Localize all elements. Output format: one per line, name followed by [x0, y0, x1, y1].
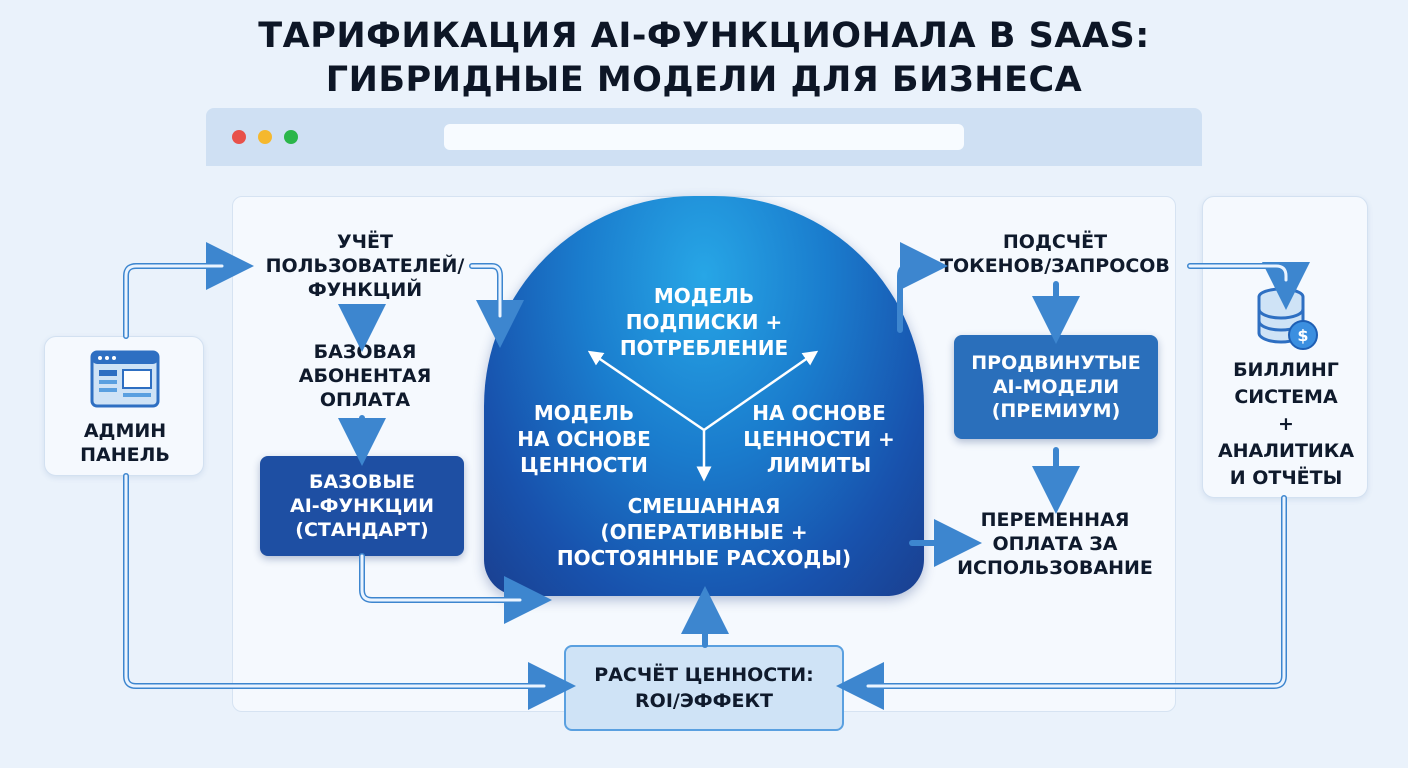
arrow-users-to-center	[469, 263, 524, 348]
arrow-admin-to-roi	[123, 473, 576, 710]
subscription-consumption-model: МОДЕЛЬ ПОДПИСКИ + ПОТРЕБЛЕНИЕ	[619, 284, 789, 360]
title-line-2: ГИБРИДНЫЕ МОДЕЛИ ДЛЯ БИЗНЕСА	[325, 60, 1083, 100]
splitter-left-arrow	[587, 350, 705, 432]
premium-ai-models-box: ПРОДВИНУТЫЕ AI-МОДЕЛИ (ПРЕМИУМ)	[954, 335, 1158, 439]
title-line-1: ТАРИФИКАЦИЯ AI-ФУНКЦИОНАЛА В SAAS:	[258, 16, 1150, 56]
arrow-center-to-tokens	[897, 242, 948, 333]
close-dot-icon	[232, 130, 246, 144]
arrow-billing-to-roi	[836, 495, 1287, 710]
arrow-tokens-to-billing	[1187, 262, 1310, 310]
browser-window-icon	[90, 350, 160, 408]
billing-card: $ БИЛЛИНГ СИСТЕМА + АНАЛИТИКА И ОТЧЁТЫ	[1202, 196, 1368, 498]
maximize-dot-icon	[284, 130, 298, 144]
splitter-right-arrow	[703, 350, 819, 432]
page-title: ТАРИФИКАЦИЯ AI-ФУНКЦИОНАЛА В SAAS: ГИБРИ…	[0, 14, 1408, 102]
address-bar	[444, 124, 964, 150]
svg-text:$: $	[1297, 326, 1308, 345]
admin-panel-label: АДМИН ПАНЕЛЬ	[80, 420, 170, 466]
tokens-counting-label: ПОДСЧЁТ ТОКЕНОВ/ЗАПРОСОВ	[940, 231, 1170, 277]
billing-label: БИЛЛИНГ СИСТЕМА + АНАЛИТИКА И ОТЧЁТЫ	[1217, 359, 1355, 489]
variable-fee-label: ПЕРЕМЕННАЯ ОПЛАТА ЗА ИСПОЛЬЗОВАНИЕ	[957, 509, 1153, 579]
pricing-models-hub	[484, 196, 924, 596]
base-ai-functions-box: БАЗОВЫЕ AI-ФУНКЦИИ (СТАНДАРТ)	[260, 456, 464, 556]
value-limits-model: НА ОСНОВЕ ЦЕННОСТИ + ЛИМИТЫ	[743, 401, 895, 477]
mixed-model: СМЕШАННАЯ (ОПЕРАТИВНЫЕ + ПОСТОЯННЫЕ РАСХ…	[556, 494, 852, 570]
arrow-admin-to-users	[123, 242, 254, 339]
arrow-base-ai-to-center	[359, 553, 552, 624]
value-based-model: МОДЕЛЬ НА ОСНОВЕ ЦЕННОСТИ	[517, 401, 651, 477]
users-tracking-label: УЧЁТ ПОЛЬЗОВАТЕЛЕЙ/ ФУНКЦИЙ	[265, 231, 465, 301]
minimize-dot-icon	[258, 130, 272, 144]
